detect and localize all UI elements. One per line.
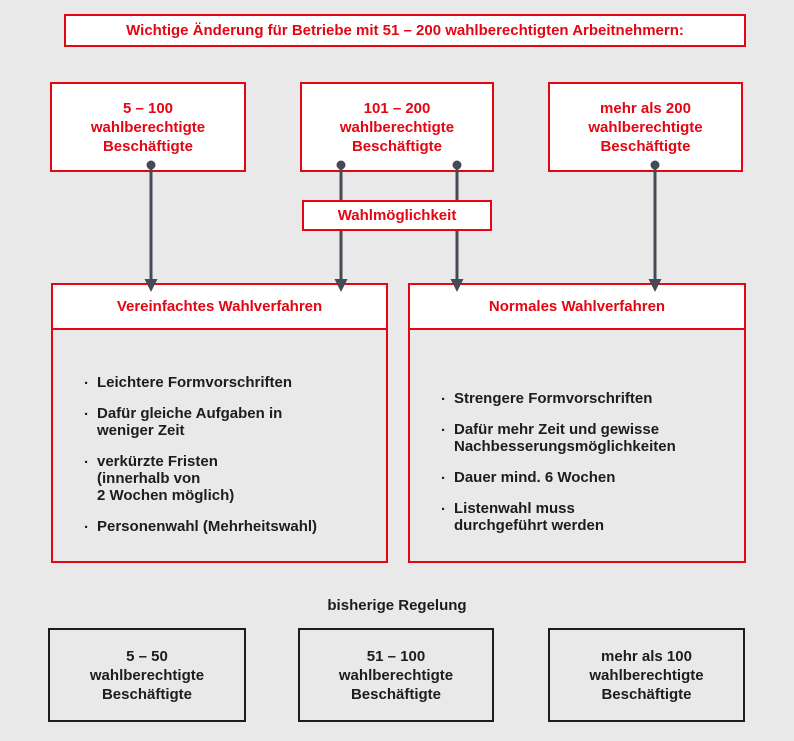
simplified-procedure-title: Vereinfachtes Wahlverfahren (116, 298, 323, 315)
employee-range-box-101-200: 101 – 200 wahlberechtigte Beschäftigte (300, 82, 494, 172)
employee-range-box-over-200: mehr als 200 wahlberechtigte Beschäftigt… (548, 82, 743, 172)
employee-range-text: mehr als 200 wahlberechtigte Beschäftigt… (588, 99, 703, 155)
employee-range-text: 101 – 200 wahlberechtigte Beschäftigte (339, 99, 455, 155)
old-range-text: mehr als 100 wahlberechtigte Beschäftigt… (589, 647, 704, 703)
list-item: Dauer mind. 6 Wochen (440, 466, 730, 486)
simplified-procedure-box: Vereinfachtes Wahlverfahren Leichtere Fo… (51, 283, 388, 563)
old-range-box-over-100: mehr als 100 wahlberechtigte Beschäftigt… (548, 628, 745, 722)
list-item: Leichtere Formvorschriften (83, 371, 372, 391)
previous-regulation-text: bisherige Regelung (327, 597, 467, 614)
list-item: Listenwahl muss durchgeführt werden (440, 497, 730, 534)
old-range-text: 51 – 100 wahlberechtigte Beschäftigte (338, 647, 454, 703)
headline-box: Wichtige Änderung für Betriebe mit 51 – … (64, 14, 746, 47)
list-item: verkürzte Fristen (innerhalb von 2 Woche… (83, 450, 372, 504)
arrow-down-icon (648, 160, 662, 292)
normal-procedure-title: Normales Wahlverfahren (488, 298, 666, 315)
choice-option-text: Wahlmöglichkeit (337, 207, 457, 224)
headline-text: Wichtige Änderung für Betriebe mit 51 – … (126, 22, 684, 39)
list-item: Strengere Formvorschriften (440, 387, 730, 407)
simplified-procedure-list: Leichtere Formvorschriften Dafür gleiche… (53, 330, 386, 535)
list-item: Personenwahl (Mehrheitswahl) (83, 515, 372, 535)
simplified-procedure-header: Vereinfachtes Wahlverfahren (53, 285, 386, 330)
list-item: Dafür gleiche Aufgaben in weniger Zeit (83, 402, 372, 439)
normal-procedure-list: Strengere Formvorschriften Dafür mehr Ze… (410, 330, 744, 534)
list-item: Dafür mehr Zeit und gewisse Nachbesserun… (440, 418, 730, 455)
employee-range-text: 5 – 100 wahlberechtigte Beschäftigte (90, 99, 206, 155)
old-range-text: 5 – 50 wahlberechtigte Beschäftigte (89, 647, 205, 703)
choice-option-box: Wahlmöglichkeit (302, 200, 492, 231)
employee-range-box-5-100: 5 – 100 wahlberechtigte Beschäftigte (50, 82, 246, 172)
normal-procedure-box: Normales Wahlverfahren Strengere Formvor… (408, 283, 746, 563)
old-range-box-51-100: 51 – 100 wahlberechtigte Beschäftigte (298, 628, 494, 722)
old-range-box-5-50: 5 – 50 wahlberechtigte Beschäftigte (48, 628, 246, 722)
previous-regulation-label: bisherige Regelung (0, 597, 794, 614)
arrow-down-icon (144, 160, 158, 292)
normal-procedure-header: Normales Wahlverfahren (410, 285, 744, 330)
